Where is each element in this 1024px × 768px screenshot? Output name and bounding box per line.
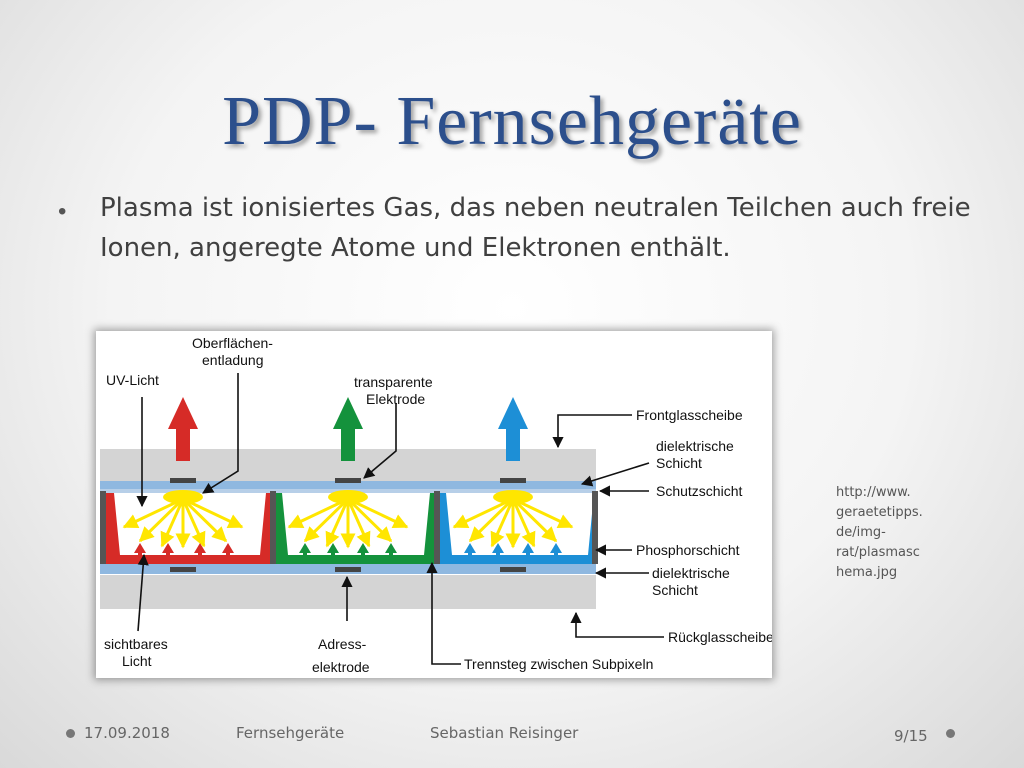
phosphor-green [276, 493, 434, 564]
footer-dot-right [946, 729, 955, 738]
label-schutz: Schutzschicht [656, 483, 742, 499]
source-text: http://www. geraetetipps. de/img- rat/pl… [836, 485, 923, 580]
rib [270, 491, 276, 564]
label-adress: Adress- [318, 636, 367, 652]
discharge-blue [452, 490, 574, 549]
label-dielectric-bottom: Schicht [652, 582, 698, 598]
plasma-diagram: Oberflächen- entladung UV-Licht transpar… [96, 331, 772, 678]
footer-dot-left [66, 729, 75, 738]
footer-page: 9/15 [894, 727, 928, 745]
label-dielectric-top: Schicht [656, 455, 702, 471]
discharge-red [122, 490, 244, 549]
rib [434, 491, 440, 564]
address-electrode [335, 567, 361, 572]
footer-date: 17.09.2018 [84, 724, 170, 742]
image-source: http://www. geraetetipps. de/img- rat/pl… [836, 483, 946, 583]
transparent-electrode [500, 478, 526, 483]
big-arrow-green [333, 397, 363, 461]
bullet-marker: • [58, 198, 67, 225]
label-oberflaechen: entladung [202, 352, 264, 368]
big-arrow-blue [498, 397, 528, 461]
label-phosphor: Phosphorschicht [636, 542, 740, 558]
label-dielectric-top: dielektrische [656, 438, 734, 454]
label-adress: elektrode [312, 659, 370, 675]
transparent-electrode [335, 478, 361, 483]
visible-light-arrows-green [299, 543, 397, 559]
label-sichtbar: sichtbares [104, 636, 168, 652]
back-glass [100, 575, 596, 609]
bullet-text: Plasma ist ionisiertes Gas, das neben ne… [100, 193, 971, 263]
phosphor-red [104, 493, 270, 564]
label-dielectric-bottom: dielektrische [652, 565, 730, 581]
label-transparent: Elektrode [366, 391, 425, 407]
label-uv: UV-Licht [106, 372, 159, 388]
big-arrow-red [168, 397, 198, 461]
visible-light-arrows-red [134, 543, 234, 559]
visible-light-arrows-blue [464, 543, 562, 559]
discharge-green [287, 490, 409, 549]
label-sichtbar: Licht [122, 653, 152, 669]
label-rueckglas: Rückglasscheibe [668, 629, 772, 645]
dielectric-top [100, 481, 596, 489]
label-trennsteg: Trennsteg zwischen Subpixeln [464, 656, 653, 672]
footer-topic: Fernsehgeräte [236, 724, 345, 742]
rib [100, 491, 106, 564]
rib [592, 491, 598, 564]
address-electrode [500, 567, 526, 572]
slide-title: PDP- Fernsehgeräte [222, 83, 802, 160]
label-transparent: transparente [354, 374, 433, 390]
label-oberflaechen: Oberflächen- [192, 335, 273, 351]
transparent-electrode [170, 478, 196, 483]
footer-author: Sebastian Reisinger [430, 724, 579, 742]
phosphor-blue [440, 493, 596, 564]
label-frontglas: Frontglasscheibe [636, 407, 743, 423]
address-electrode [170, 567, 196, 572]
